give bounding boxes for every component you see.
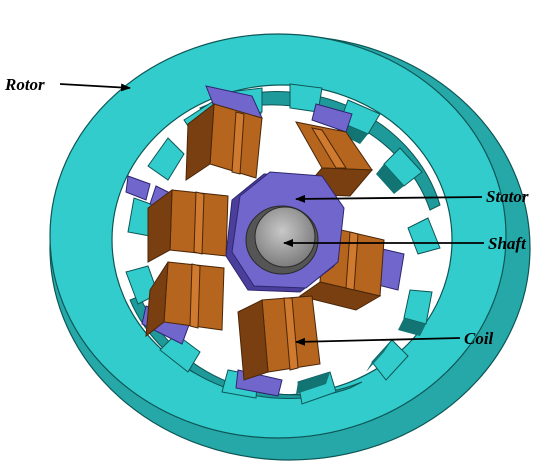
label-stator-group: Stator bbox=[295, 187, 529, 206]
label-rotor: Rotor bbox=[4, 75, 45, 94]
rotor-tooth-shadow bbox=[366, 340, 392, 372]
label-shaft-group: Shaft bbox=[283, 234, 527, 253]
coil-leader-arrow bbox=[295, 337, 461, 346]
coil bbox=[145, 261, 169, 338]
label-stator: Stator bbox=[486, 187, 529, 206]
shaft bbox=[245, 205, 319, 275]
label-rotor-group: Rotor bbox=[4, 75, 131, 94]
coil bbox=[310, 127, 347, 169]
label-coil-group: Coil bbox=[295, 329, 494, 348]
label-coil: Coil bbox=[464, 329, 494, 348]
shaft-face bbox=[254, 206, 316, 268]
coil bbox=[345, 231, 359, 291]
stator-leader-arrow bbox=[295, 194, 483, 203]
rotor-leader-arrow bbox=[59, 83, 131, 92]
coil bbox=[185, 102, 215, 181]
coil bbox=[237, 299, 269, 381]
coil bbox=[147, 188, 173, 263]
coil bbox=[193, 191, 205, 255]
coil bbox=[283, 297, 299, 371]
rotor-tooth-shadow bbox=[296, 372, 330, 394]
label-shaft: Shaft bbox=[488, 234, 527, 253]
coil bbox=[231, 111, 245, 175]
coil bbox=[298, 281, 382, 311]
rotor-tooth-shadow bbox=[398, 318, 426, 336]
stator-pole-tip bbox=[125, 175, 151, 201]
rotor-tooth-shadow bbox=[376, 164, 404, 194]
coil bbox=[189, 263, 201, 329]
rotor-tooth bbox=[407, 217, 441, 255]
rotor-tooth bbox=[147, 137, 185, 181]
